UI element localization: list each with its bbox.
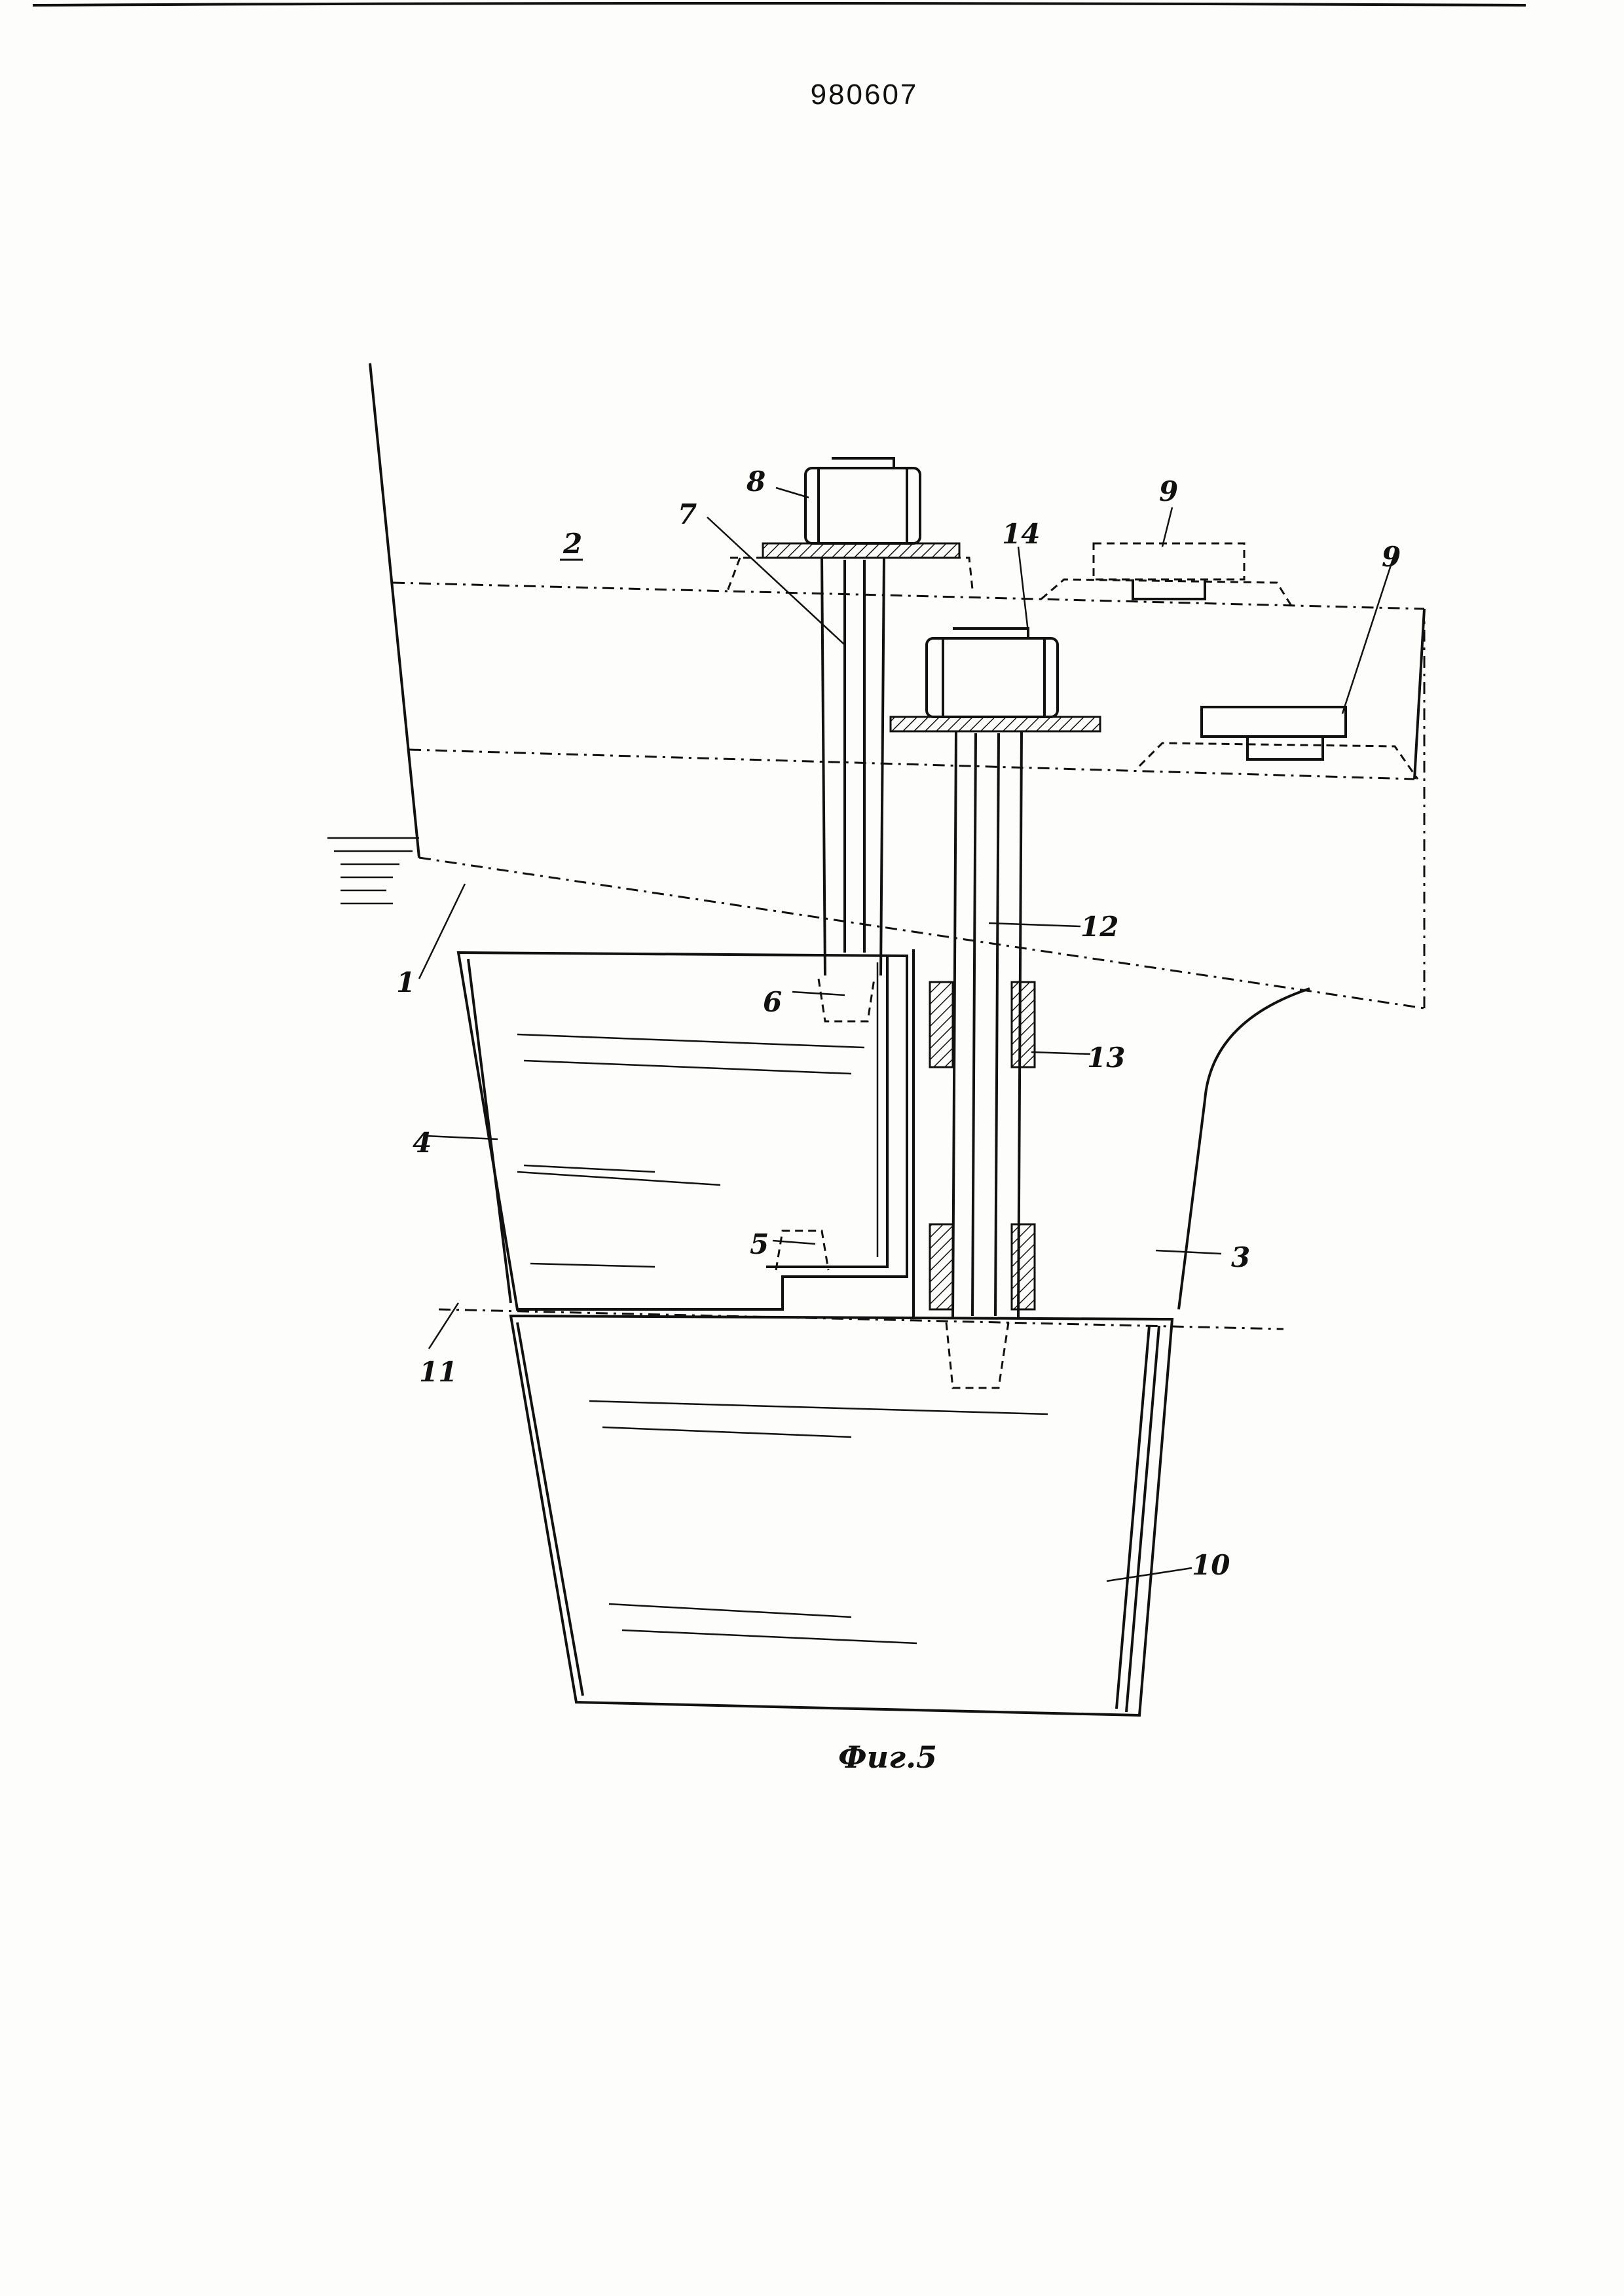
label-1: 1 <box>396 966 415 998</box>
label-8: 8 <box>746 465 766 498</box>
label-5: 5 <box>750 1228 769 1260</box>
upper-block-4 <box>456 951 908 1311</box>
fittings-9 <box>1041 542 1419 780</box>
patent-number: 980607 <box>810 79 919 111</box>
bolt-7 <box>726 457 974 1023</box>
label-6: 6 <box>763 986 782 1018</box>
leader-lines <box>418 486 1396 1582</box>
label-2: 2 <box>563 528 582 560</box>
deck-2 <box>392 581 1426 780</box>
label-10: 10 <box>1192 1549 1230 1581</box>
label-14: 14 <box>1002 518 1040 550</box>
figure-caption: Фиг.5 <box>838 1740 937 1775</box>
hull-1 <box>327 363 1426 1010</box>
label-9-upper: 9 <box>1159 475 1178 507</box>
label-12: 12 <box>1080 911 1118 943</box>
parting-line-11 <box>438 1308 1284 1330</box>
label-3: 3 <box>1231 1241 1250 1273</box>
lower-block-10 <box>509 1314 1174 1717</box>
label-11: 11 <box>419 1356 457 1388</box>
bolt-12 <box>889 627 1101 1389</box>
label-7: 7 <box>678 498 697 530</box>
label-4: 4 <box>413 1127 432 1159</box>
block-5 <box>775 1230 830 1271</box>
skeg-3 <box>912 949 1310 1319</box>
label-13: 13 <box>1087 1042 1125 1074</box>
bushings-13 <box>929 981 1036 1311</box>
label-9-lower: 9 <box>1382 541 1401 573</box>
top-border-rule <box>32 2 1526 7</box>
